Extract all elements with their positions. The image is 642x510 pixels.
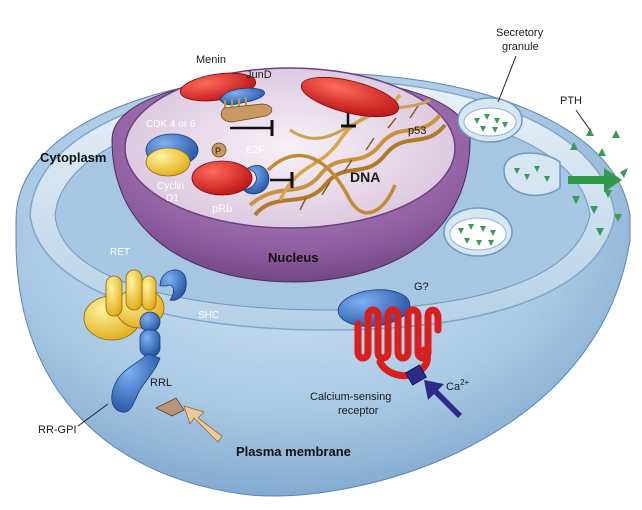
p53-label: p53: [408, 125, 426, 137]
shc-label: SHC: [198, 310, 219, 321]
rr-gpi-pointer: [77, 403, 109, 427]
pth-pointer: [575, 109, 591, 131]
prb-protein: [191, 160, 253, 196]
secretory-granule-pointer: [497, 55, 517, 103]
pth-release-arrow-icon: [568, 168, 622, 192]
rrl-arrow-icon: [183, 405, 223, 443]
e2f-label: E2F: [246, 145, 264, 156]
cyclin-label-line2: D1: [166, 193, 179, 204]
jund-label: JunD: [246, 69, 272, 81]
rrl-label: RRL: [150, 377, 172, 389]
plasma-membrane-label: Plasma membrane: [236, 444, 351, 459]
nucleus-label: Nucleus: [268, 250, 319, 265]
calcium-arrow-icon: [424, 380, 462, 418]
calcium-ion: [405, 364, 427, 386]
exocytosis-vesicle: [503, 152, 561, 196]
dna-label: DNA: [350, 169, 380, 185]
cyclin-label-line1: Cyclin: [157, 181, 184, 192]
cyclin-d1-protein: [145, 147, 191, 177]
phosphate-label: P: [215, 146, 221, 156]
menin-label: Menin: [196, 54, 226, 66]
rr-gpi-protein: [111, 311, 161, 413]
secretory-granule-label-line2: granule: [502, 41, 539, 53]
p53-protein: [300, 76, 400, 118]
ret-label: RET: [110, 247, 130, 258]
phosphate-icon: [211, 142, 227, 158]
calcium-label: Ca2+: [446, 378, 470, 393]
casr-label-line2: receptor: [338, 405, 379, 417]
calcium-charge: 2+: [460, 378, 469, 387]
e2f-protein: [243, 165, 270, 195]
rr-gpi-label: RR-GPI: [38, 424, 77, 436]
shc-protein: [159, 269, 187, 301]
ret-receptor: [83, 269, 165, 341]
rrl-ligand: [155, 397, 185, 417]
secretory-granule-bottom: [443, 207, 513, 257]
casr-label-line1: Calcium-sensing: [310, 391, 391, 403]
prb-label: pRb: [212, 203, 232, 215]
secretory-granule-top: [457, 97, 523, 143]
pth-label: PTH: [560, 95, 582, 107]
dna-binding-piece: [220, 103, 273, 123]
pth-triangle-icon: [570, 128, 628, 236]
cytoplasm-label: Cytoplasm: [40, 150, 106, 165]
calcium-symbol: Ca: [446, 381, 461, 393]
secretory-granule-label-line1: Secretory: [496, 27, 544, 39]
g-protein-label: G?: [414, 281, 429, 293]
cdk-label: CDK 4 or 6: [146, 119, 196, 130]
